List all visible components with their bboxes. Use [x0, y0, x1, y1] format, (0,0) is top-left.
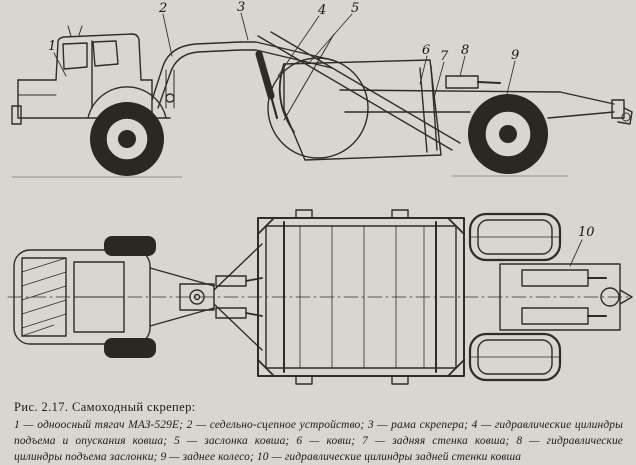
- rear-frame-plan: [499, 263, 633, 331]
- bowl-side: [267, 57, 442, 161]
- saddle-coupling: [151, 41, 241, 109]
- callout-9: 9: [511, 48, 519, 63]
- scraper-side-view: 1 2 3 4 5 6 7 8 9: [11, 0, 633, 178]
- front-wheel: [90, 102, 164, 176]
- figure-legend-line-2: подъема и опускания ковша; 5 — заслонка …: [14, 435, 623, 447]
- apron-cylinders-side: [445, 75, 501, 89]
- callout-10: 10: [578, 225, 595, 240]
- scraper-top-view: 10: [7, 209, 633, 385]
- callout-leader-10: [569, 239, 583, 267]
- rear-frame-side: [339, 89, 633, 125]
- callout-8: 8: [461, 43, 469, 58]
- figure-legend-line-3: цилиндры подъема заслонки; 9 — заднее ко…: [14, 451, 522, 463]
- hitch-plan: [149, 243, 263, 351]
- rear-wheel: [468, 94, 548, 174]
- figure-caption-title: Рис. 2.17. Самоходный скрепер:: [14, 400, 196, 414]
- callout-5: 5: [351, 1, 359, 16]
- callout-4: 4: [317, 3, 326, 18]
- figure-legend-line-1: 1 — одноосный тягач МАЗ-529Е; 2 — седель…: [14, 419, 623, 431]
- figure-caption: Рис. 2.17. Самоходный скрепер: 1 — одноо…: [0, 398, 636, 465]
- callout-1: 1: [48, 39, 56, 54]
- bowl-plan: [257, 209, 465, 385]
- callout-2: 2: [158, 1, 167, 16]
- lift-cylinder-side: [255, 50, 279, 120]
- callout-7: 7: [440, 49, 449, 64]
- scraper-frame-side: [239, 31, 461, 151]
- callout-leaders-side: [53, 12, 516, 99]
- rear-wheels-plan: [468, 212, 562, 382]
- ground-line: [11, 175, 569, 178]
- callout-6: 6: [422, 43, 430, 58]
- bowl-rear-wall-side: [419, 65, 438, 153]
- tractor-plan: [13, 236, 156, 358]
- callout-3: 3: [237, 0, 245, 15]
